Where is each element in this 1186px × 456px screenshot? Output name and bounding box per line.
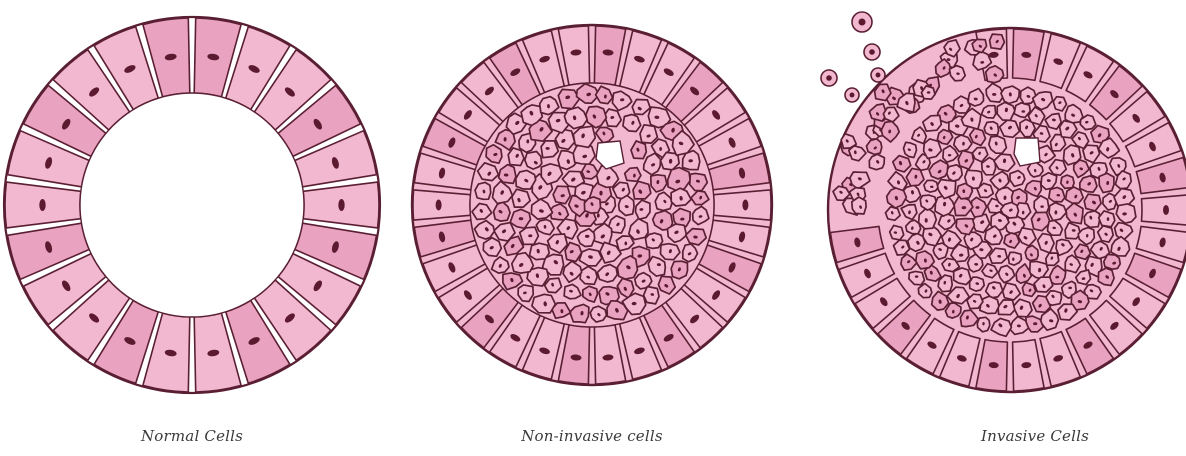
non-invasive-outer-nucleus [742, 200, 748, 211]
non-invasive-outer-nucleus [436, 200, 442, 211]
non-invasive-cells-diagram [412, 25, 772, 385]
invasive-inner-cell [989, 136, 1007, 153]
invasive-outer-nucleus [1163, 205, 1169, 215]
normal-cells-diagram [4, 17, 380, 393]
invasive-inner-cell [1022, 283, 1035, 297]
normal-nucleus [338, 199, 344, 211]
invasive-inner-cell [1084, 211, 1100, 227]
invasive-inner-cell [1104, 254, 1120, 269]
escaping-cell-nucleus [869, 49, 875, 55]
escaping-cell-nucleus [859, 19, 866, 26]
escaping-cell-nucleus [826, 75, 832, 81]
invasive-inner-cell [1008, 252, 1021, 265]
non-invasive-inner-cell [525, 152, 542, 170]
non-invasive-inner-cell [633, 181, 651, 199]
non-invasive-outer-cell [714, 190, 771, 220]
invasive-inner-cell [980, 296, 999, 313]
invasive-cells-diagram [821, 12, 1186, 392]
escaping-cell-nucleus [876, 73, 881, 78]
non-invasive-inner-cell [640, 125, 657, 143]
invasive-edge-cell [852, 197, 866, 214]
caption-normal-cells: Normal Cells [141, 427, 243, 445]
invasive-inner-cell [954, 268, 971, 285]
normal-lumen [80, 93, 304, 317]
escaping-cell-nucleus [850, 93, 855, 98]
caption-invasive-cells: Invasive Cells [981, 427, 1089, 445]
invasive-inner-cell [1034, 196, 1049, 214]
non-invasive-outer-cell [413, 190, 470, 220]
normal-nucleus [39, 199, 45, 211]
invasive-inner-cell [1025, 246, 1038, 261]
caption-non-invasive-cells: Non-invasive cells [521, 427, 663, 445]
invasive-inner-nucleus [992, 93, 996, 96]
invasive-lumen [1014, 138, 1040, 166]
invasive-inner-nucleus [1040, 205, 1044, 208]
non-invasive-inner-cell [512, 189, 530, 207]
